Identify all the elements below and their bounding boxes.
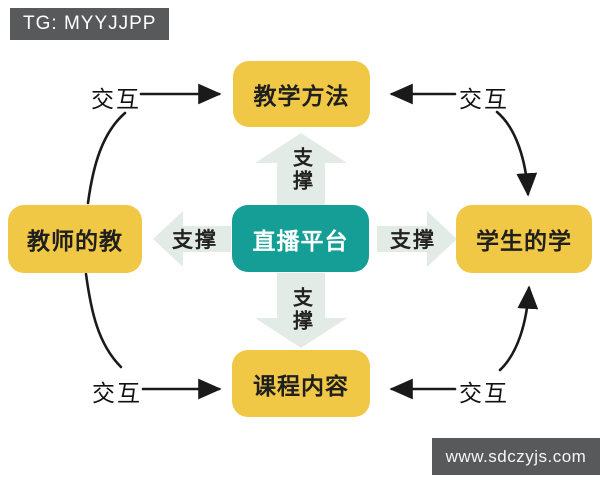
interaction-curve-top-right bbox=[495, 110, 538, 197]
watermark-url: www.sdczyjs.com bbox=[432, 438, 600, 475]
support-arrow-left-shape bbox=[153, 211, 231, 267]
support-label-up: 支撑 bbox=[289, 147, 312, 193]
node-teaching-methods: 教学方法 bbox=[233, 61, 370, 127]
support-arrow-down-shape bbox=[255, 273, 347, 348]
node-live-platform: 直播平台 bbox=[232, 205, 369, 272]
node-teachers-teaching: 教师的教 bbox=[8, 205, 142, 273]
node-course-content: 课程内容 bbox=[232, 350, 370, 417]
interaction-curve-bottom-right bbox=[498, 285, 539, 372]
interaction-label-top-right: 交互 bbox=[459, 86, 509, 112]
support-arrow-right-shape bbox=[377, 211, 457, 267]
interaction-label-bottom-right: 交互 bbox=[459, 380, 509, 406]
interaction-curve-bottom-left bbox=[84, 272, 123, 369]
interaction-label-top-left: 交互 bbox=[91, 86, 141, 112]
support-arrow-up-shape bbox=[255, 133, 347, 205]
support-label-left: 支撑 bbox=[172, 229, 218, 252]
interaction-curve-top-left bbox=[86, 111, 127, 205]
tg-badge: TG: MYYJJPP bbox=[10, 8, 170, 40]
node-students-learning: 学生的学 bbox=[456, 205, 592, 273]
support-label-down: 支撑 bbox=[289, 287, 312, 333]
interaction-label-bottom-left: 交互 bbox=[92, 380, 142, 406]
support-label-right: 支撑 bbox=[390, 229, 436, 252]
